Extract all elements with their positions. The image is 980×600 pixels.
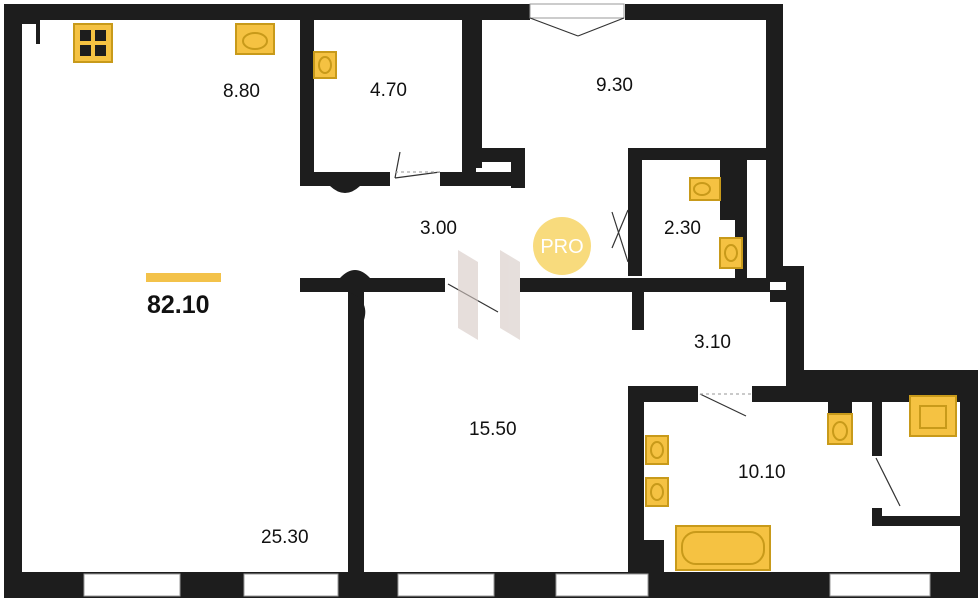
room-corridor-area: 3.00 — [420, 218, 457, 239]
door-bath — [699, 393, 747, 417]
pro-badge: PRO — [533, 217, 591, 275]
wall-pantry-bottom-r — [440, 172, 525, 186]
wall-bath-inner — [872, 386, 882, 456]
window-6 — [529, 3, 625, 19]
fixtures — [73, 23, 957, 571]
wall-right-step-2 — [786, 370, 978, 386]
wall-bath-inner-3 — [872, 516, 962, 526]
wall-corridor-2 — [520, 278, 770, 292]
walls — [4, 4, 978, 598]
wall-living-right — [348, 290, 364, 572]
room-living-area: 25.30 — [261, 527, 309, 548]
total-area: 82.10 — [147, 291, 210, 319]
wall-bath-top — [628, 386, 698, 402]
wall-column-1 — [330, 186, 360, 193]
shower-icon — [909, 395, 957, 437]
wc-sink-icon — [719, 237, 743, 269]
wall-notch — [22, 20, 40, 24]
room-entrance-area: 9.30 — [596, 75, 633, 96]
stove-icon — [73, 23, 113, 63]
wall-outer-left — [4, 4, 22, 598]
pro-badge-label: PRO — [540, 236, 583, 258]
wall-outer-right-lower — [960, 370, 978, 598]
window-1 — [83, 573, 181, 597]
wall-pantry-left — [300, 18, 314, 186]
wall-wc-inner-2 — [720, 160, 735, 220]
door-bath-2 — [875, 457, 901, 507]
room-bedroom-area: 15.50 — [469, 419, 517, 440]
wall-outer-right-mid — [786, 266, 804, 386]
watermark-logo — [458, 250, 520, 340]
window-3 — [397, 573, 495, 597]
wall-stub — [632, 290, 644, 330]
windows — [83, 3, 931, 597]
room-wc-area: 2.30 — [664, 218, 701, 239]
wall-outer-top-left — [4, 4, 530, 20]
window-2 — [243, 573, 339, 597]
wall-wc-left — [628, 148, 642, 276]
wall-bath-left — [628, 386, 644, 572]
wall-bath-step — [644, 540, 664, 572]
wall-outer-right-upper — [766, 4, 783, 278]
window-4 — [555, 573, 649, 597]
window-5 — [829, 573, 931, 597]
room-pantry-area: 4.70 — [370, 80, 407, 101]
wall-column-4 — [340, 270, 370, 278]
room-kitchen-area: 8.80 — [223, 81, 260, 102]
total-area-bar — [146, 273, 221, 282]
door-entry — [529, 17, 625, 37]
wall-wc-top — [628, 148, 768, 160]
room-hall-area: 3.10 — [694, 332, 731, 353]
bath-sink-icon-2 — [645, 477, 669, 507]
pantry-sink-icon — [313, 51, 337, 79]
room-bathroom-area: 10.10 — [738, 462, 786, 483]
wall-corridor — [300, 278, 445, 292]
door-pantry — [394, 151, 441, 179]
wall-entry-top — [476, 18, 482, 168]
wall-notch-2 — [36, 20, 40, 44]
wall-pantry-bottom — [300, 172, 390, 186]
wall-bath-notch — [828, 402, 852, 414]
wall-pantry-right — [462, 18, 476, 186]
wall-outer-top-right — [625, 4, 783, 20]
door-wc — [611, 209, 629, 263]
doors — [394, 17, 901, 507]
wall-stub-2 — [770, 290, 788, 302]
stove-burners-icon — [80, 30, 106, 56]
wall-column-5 — [348, 292, 366, 320]
wall-column-3 — [511, 148, 525, 188]
bath-sink-icon-1 — [645, 435, 669, 465]
